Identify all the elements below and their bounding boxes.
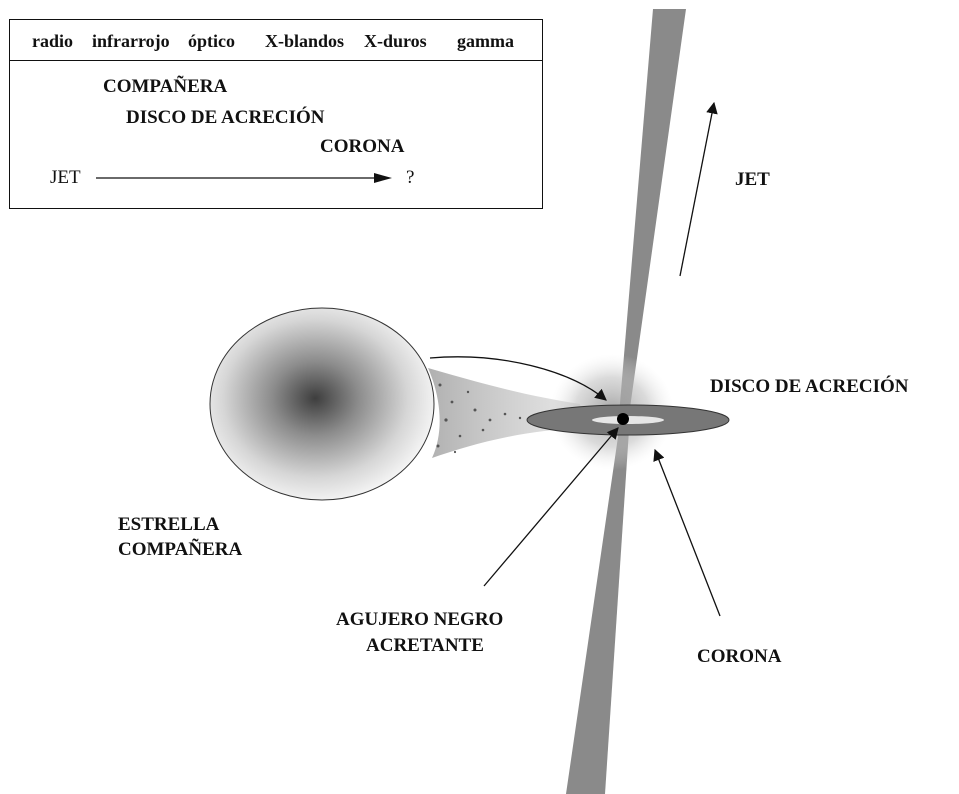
- legend-jet-arrow: [96, 173, 392, 183]
- label-black-hole-line1: AGUJERO NEGRO: [336, 609, 504, 630]
- label-accretion-disk: DISCO DE ACRECIÓN: [710, 376, 909, 397]
- legend-row-companion: COMPAÑERA: [103, 76, 228, 97]
- band-radio: radio: [32, 31, 74, 51]
- band-gamma: gamma: [457, 31, 514, 51]
- band-x-blandos: X-blandos: [265, 31, 345, 51]
- legend-row-jet: JET: [50, 167, 81, 188]
- label-corona: CORONA: [697, 646, 782, 667]
- label-star-line2: COMPAÑERA: [118, 539, 243, 560]
- stream-speckles: [436, 383, 522, 454]
- companion-star: [209, 307, 435, 501]
- label-star-line1: ESTRELLA: [118, 514, 220, 535]
- legend-row-jet-end: ?: [406, 167, 415, 188]
- accretion-stream: [428, 368, 585, 458]
- label-jet: JET: [735, 169, 770, 190]
- band-x-duros: X-duros: [364, 31, 427, 51]
- corona-pointer-arrow: [653, 448, 721, 617]
- legend-row-disk: DISCO DE ACRECIÓN: [126, 107, 325, 128]
- label-black-hole-line2: ACRETANTE: [366, 635, 484, 656]
- jet-lower: [566, 430, 629, 794]
- legend-row-corona: CORONA: [320, 136, 405, 157]
- band-infrarrojo: infrarrojo: [92, 31, 170, 51]
- jet-upper: [619, 9, 686, 415]
- black-hole-pointer-arrow: [483, 427, 619, 587]
- emission-legend: radio infrarrojo óptico X-blandos X-duro…: [9, 19, 543, 209]
- jet-direction-arrow: [679, 101, 718, 277]
- band-optico: óptico: [188, 31, 235, 51]
- mass-transfer-arrow: [429, 356, 607, 401]
- black-hole: [617, 413, 629, 425]
- legend-band-header: radio infrarrojo óptico X-blandos X-duro…: [10, 20, 542, 61]
